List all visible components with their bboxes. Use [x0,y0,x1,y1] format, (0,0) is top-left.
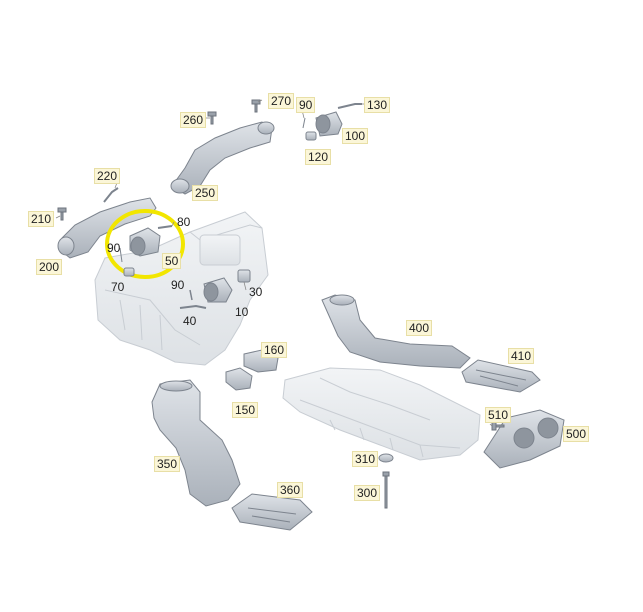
cable-part-40 [179,304,207,309]
label-270: 270 [268,93,295,109]
label-300: 300 [354,485,381,501]
label-360: 360 [277,482,304,498]
label-90c: 90 [171,278,185,292]
connector-part-90c [189,289,193,301]
label-80: 80 [177,215,191,229]
highlight-circle-part-50 [105,209,185,279]
label-50: 50 [162,253,182,269]
label-70: 70 [111,280,125,294]
mat-part-360 [231,493,313,531]
hvac-housing-ghost [94,211,269,366]
label-150: 150 [232,402,259,418]
label-120: 120 [305,149,332,165]
connector-part-30 [237,269,251,283]
clip-part-310 [378,453,394,463]
label-90a: 90 [296,97,316,113]
blower-part-100 [315,111,343,137]
duct-part-150 [225,367,253,391]
connector-part-70 [119,247,135,277]
label-500: 500 [563,426,590,442]
label-350: 350 [154,456,181,472]
connector-part-130 [337,103,362,109]
label-90b: 90 [107,241,121,255]
label-210: 210 [28,211,55,227]
screw-part-260 [207,111,217,125]
label-30: 30 [249,285,263,299]
label-100: 100 [342,128,369,144]
label-130: 130 [364,97,391,113]
label-310: 310 [352,451,379,467]
duct-part-350 [151,379,241,507]
label-250: 250 [192,185,219,201]
label-40: 40 [183,314,197,328]
label-410: 410 [508,348,535,364]
label-10: 10 [235,305,249,319]
label-400: 400 [406,320,433,336]
screw-part-270 [251,99,261,113]
blower-part-10 [203,277,233,303]
connector-part-120 [302,117,317,141]
label-260: 260 [180,112,207,128]
mat-part-410 [461,359,541,393]
label-160: 160 [261,342,288,358]
center-console-ghost [282,367,481,461]
connector-part-80 [157,225,173,229]
blower-part-50 [129,227,161,257]
screw-part-210 [57,207,67,221]
connector-part-220 [103,187,119,203]
duct-part-400 [321,294,471,369]
duct-part-250 [170,121,275,195]
label-220: 220 [94,168,121,184]
label-510: 510 [485,407,512,423]
label-200: 200 [36,259,63,275]
bolt-part-300 [382,471,390,509]
